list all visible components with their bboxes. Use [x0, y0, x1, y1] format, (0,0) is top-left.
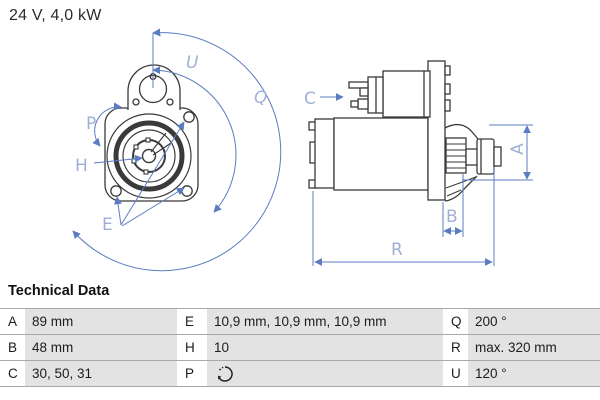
- page-title: 24 V, 4,0 kW: [9, 7, 102, 24]
- cell-key-P: P: [177, 360, 207, 386]
- cell-key-C: C: [0, 360, 25, 386]
- clockwise-rotation-icon: [218, 365, 233, 382]
- leader-H: [93, 154, 143, 164]
- label-A: A: [508, 143, 528, 155]
- drive-end-cap: [476, 138, 495, 175]
- drive-housing-top: [444, 123, 479, 140]
- bolt-hole-top-right: [183, 111, 195, 123]
- side-view-drawing: [308, 60, 502, 202]
- cell-value-P: [207, 360, 443, 386]
- cell-value-A: 89 mm: [25, 308, 177, 334]
- pinion-teeth-lines: [446, 143, 466, 169]
- solenoid-terminal-pin: [348, 81, 369, 89]
- solenoid-body: [382, 70, 431, 118]
- technical-data-section: Technical Data A 89 mm E 10,9 mm, 10,9 m…: [0, 283, 600, 387]
- cell-value-U: 120 °: [468, 360, 600, 386]
- drive-end-step: [493, 146, 502, 167]
- drive-housing-facets: [445, 176, 477, 197]
- bolt-hole-bottom-left: [110, 185, 122, 197]
- technical-data-heading: Technical Data: [8, 283, 110, 299]
- solenoid-terminal-block-2: [357, 98, 369, 110]
- technical-data-table: A 89 mm E 10,9 mm, 10,9 mm, 10,9 mm Q 20…: [0, 308, 600, 387]
- leader-E-3: [121, 187, 185, 227]
- cell-key-E: E: [177, 308, 207, 334]
- cell-value-R: max. 320 mm: [468, 334, 600, 360]
- leader-E-1: [114, 196, 122, 226]
- cell-value-C: 30, 50, 31: [25, 360, 177, 386]
- dimension-label-texts: U Q P H E C A B R: [75, 53, 528, 260]
- dimension-lines: [72, 28, 533, 272]
- mounting-plate: [427, 60, 446, 201]
- dim-arc-U: [152, 66, 237, 213]
- motor-body: [333, 117, 429, 191]
- label-E: E: [102, 215, 113, 235]
- leader-E-2: [120, 121, 185, 226]
- drive-shaft: [465, 148, 479, 166]
- cell-value-B: 48 mm: [25, 334, 177, 360]
- cell-key-U: U: [443, 360, 468, 386]
- cell-value-H: 10: [207, 334, 443, 360]
- cell-key-H: H: [177, 334, 207, 360]
- label-Q: Q: [254, 88, 267, 108]
- rotation-arc-P: [92, 102, 122, 147]
- cell-value-E: 10,9 mm, 10,9 mm, 10,9 mm: [207, 308, 443, 334]
- starter-motor-technical-drawing: U Q P H E C A B R: [72, 28, 533, 272]
- plate-bump-2: [444, 99, 451, 112]
- bolt-hole-bottom-right: [181, 185, 193, 197]
- solenoid-terminal-block-1: [359, 87, 369, 97]
- label-U: U: [186, 53, 199, 73]
- dim-arc-Q: [72, 28, 282, 272]
- plate-bump-1: [444, 83, 451, 95]
- label-B: B: [446, 207, 458, 227]
- front-view-drawing: [104, 64, 199, 202]
- cell-key-Q: Q: [443, 308, 468, 334]
- cell-key-B: B: [0, 334, 25, 360]
- label-P: P: [86, 114, 96, 134]
- plate-step-top: [444, 65, 451, 76]
- solenoid-terminal-pin-2: [350, 100, 359, 108]
- drive-housing-bottom: [444, 175, 478, 202]
- label-C: C: [304, 89, 316, 109]
- label-H: H: [75, 156, 88, 176]
- label-R: R: [391, 240, 403, 260]
- cell-value-Q: 200 °: [468, 308, 600, 334]
- motor-end-cap: [314, 118, 335, 189]
- cell-key-R: R: [443, 334, 468, 360]
- cell-key-A: A: [0, 308, 25, 334]
